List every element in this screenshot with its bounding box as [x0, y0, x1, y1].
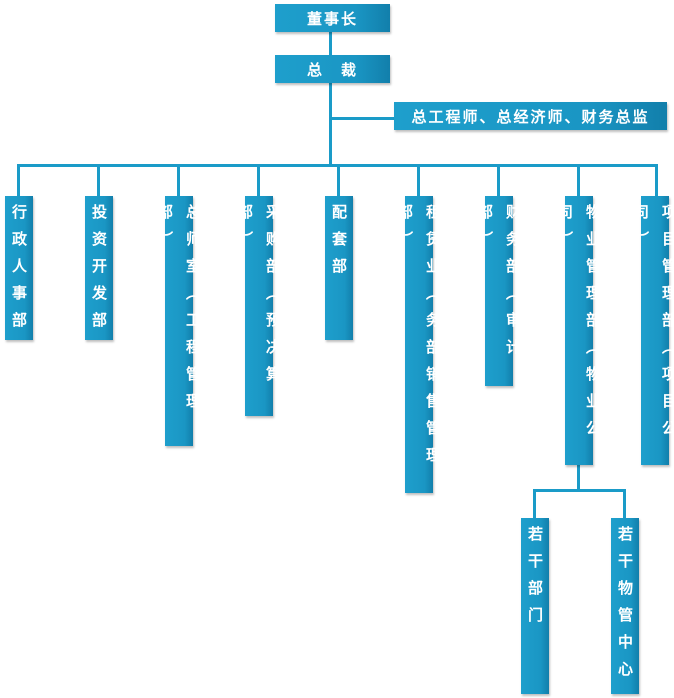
dept-label: 投资开发部 [90, 204, 108, 339]
dept-label: 物业管理部（物业公司） [556, 204, 602, 447]
dept-label: 项目管理部（项目公司） [632, 204, 674, 447]
dept-label: 总师室（工程管理部） [156, 204, 202, 420]
connector [577, 164, 580, 197]
connector [417, 164, 420, 197]
connector [330, 117, 396, 120]
connector [497, 164, 500, 197]
dept-label: 租赁业（务部销售管理部） [396, 204, 442, 474]
dept-supporting: 配套部 [325, 196, 353, 340]
connector [337, 164, 340, 197]
dept-procurement: 采购部（预决算部） [236, 196, 282, 416]
connector [329, 31, 332, 166]
dept-project: 项目管理部（项目公司） [632, 196, 674, 465]
connector [97, 164, 100, 197]
dept-label: 若干部门 [526, 526, 544, 634]
connector [655, 164, 658, 197]
connector [577, 463, 580, 491]
connector [17, 164, 20, 197]
dept-chief-engineer: 总师室（工程管理部） [156, 196, 202, 446]
connector [177, 164, 180, 197]
sub-dept-several: 若干部门 [521, 518, 549, 694]
dept-label: 行政人事部 [10, 204, 28, 339]
connector [623, 489, 626, 519]
dept-admin-hr: 行政人事部 [5, 196, 33, 340]
connector [257, 164, 260, 197]
dept-finance: 财务部（审计部） [476, 196, 522, 386]
dept-property: 物业管理部（物业公司） [556, 196, 602, 465]
sub-dept-property-centers: 若干物管中心 [611, 518, 639, 694]
advisors-box: 总工程师、总经济师、财务总监 [394, 102, 667, 130]
dept-label: 财务部（审计部） [476, 204, 522, 366]
dept-label: 配套部 [330, 204, 348, 285]
dept-investment: 投资开发部 [85, 196, 113, 340]
dept-leasing: 租赁业（务部销售管理部） [396, 196, 442, 493]
president-box: 总 裁 [275, 55, 390, 83]
dept-label: 采购部（预决算部） [236, 204, 282, 393]
chairman-box: 董事长 [275, 4, 390, 32]
connector [533, 489, 536, 519]
dept-label: 若干物管中心 [616, 526, 634, 688]
connector [533, 489, 626, 492]
